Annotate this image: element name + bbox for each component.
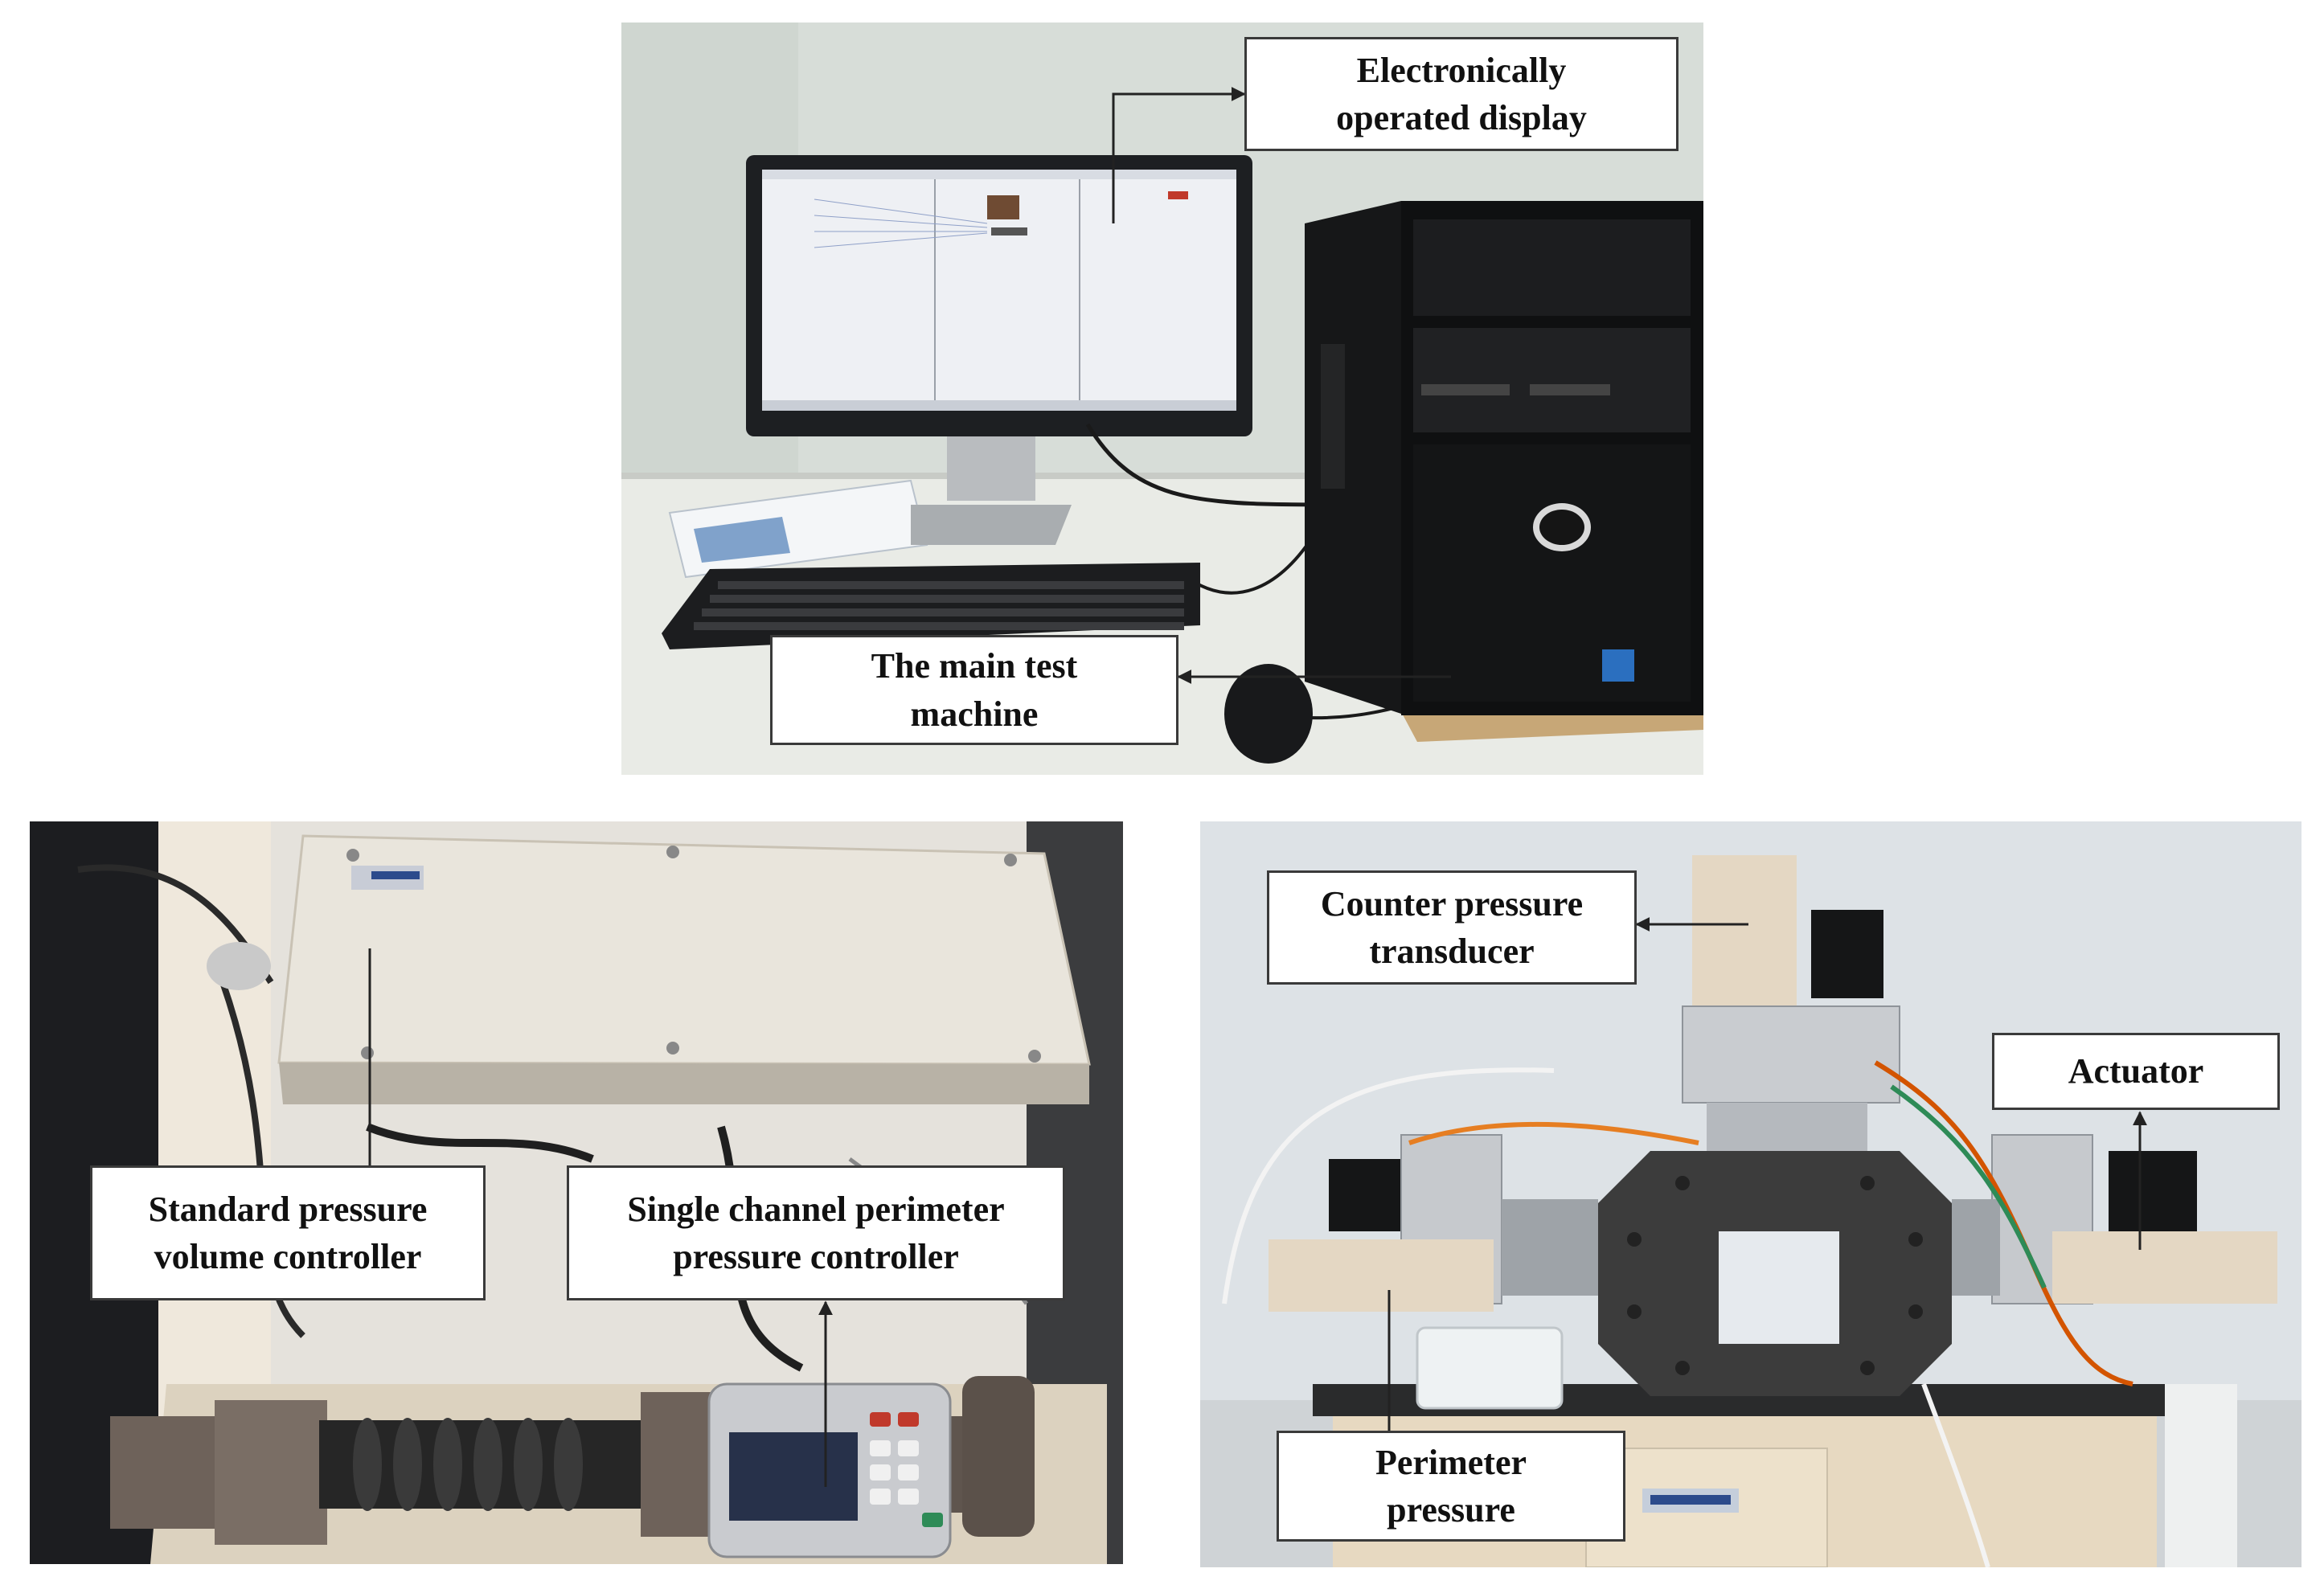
label-standard-pressure-volume-controller: Standard pressure volume controller xyxy=(90,1165,486,1300)
label-perimeter-controller-text: Single channel perimeter pressure contro… xyxy=(627,1189,1005,1276)
label-volume-controller-text: Standard pressure volume controller xyxy=(148,1189,428,1276)
label-actuator-text: Actuator xyxy=(2068,1051,2204,1091)
label-perimeter-pressure-text: Perimeter pressure xyxy=(1375,1442,1527,1530)
pc-tower xyxy=(1305,201,1703,715)
label-counter-pressure-transducer: Counter pressure transducer xyxy=(1267,870,1637,985)
label-perimeter-pressure: Perimeter pressure xyxy=(1277,1431,1625,1542)
label-display-text: Electronically operated display xyxy=(1336,50,1587,137)
handheld-keypad xyxy=(707,1382,952,1558)
label-electronically-operated-display: Electronically operated display xyxy=(1244,37,1678,151)
keyboard xyxy=(662,563,1200,649)
label-actuator: Actuator xyxy=(1992,1033,2280,1110)
label-machine-text: The main test machine xyxy=(871,646,1078,734)
label-single-channel-perimeter-pressure-controller: Single channel perimeter pressure contro… xyxy=(567,1165,1065,1300)
label-counter-transducer-text: Counter pressure transducer xyxy=(1320,883,1584,971)
volume-controller-box xyxy=(277,834,1091,1104)
label-main-test-machine: The main test machine xyxy=(770,635,1178,745)
